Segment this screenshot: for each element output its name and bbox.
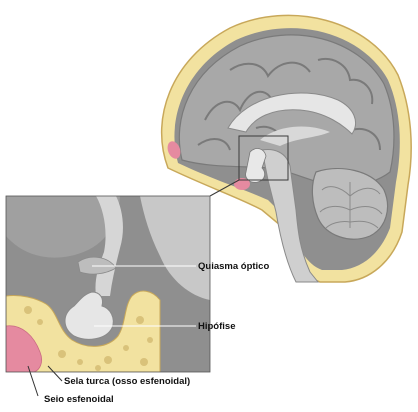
label-sphenoid-sinus: Seio esfenoidal xyxy=(44,394,114,405)
inset-panel xyxy=(6,196,210,372)
label-pituitary: Hipófise xyxy=(198,321,235,332)
label-sella-turcica: Sela turca (osso esfenoidal) xyxy=(64,376,190,387)
label-optic-chiasm: Quiasma óptico xyxy=(198,261,269,272)
